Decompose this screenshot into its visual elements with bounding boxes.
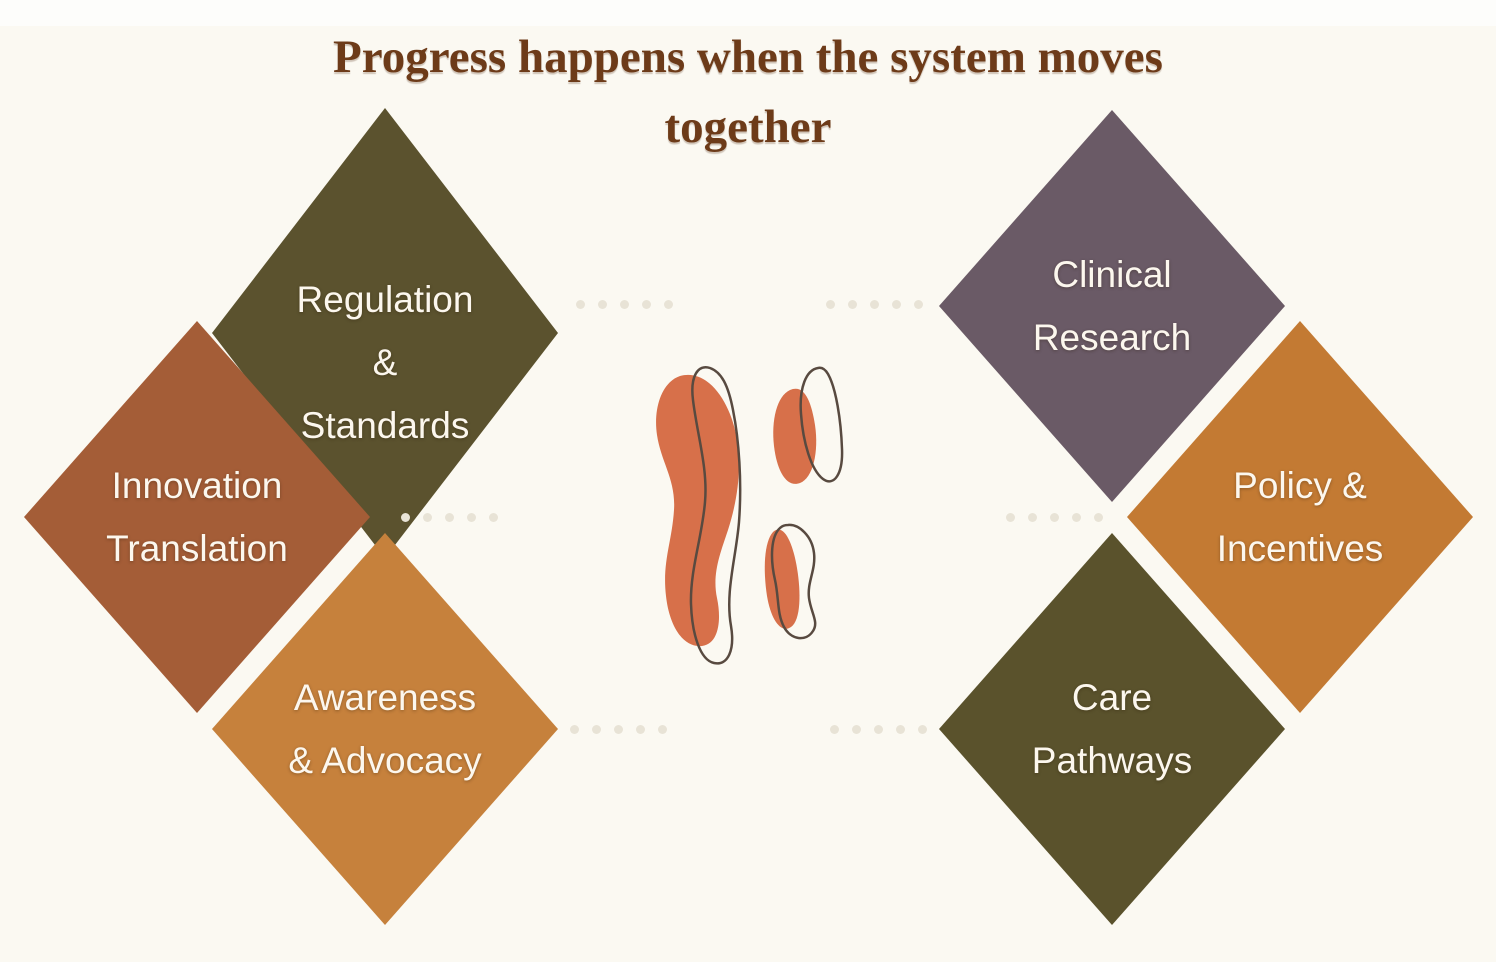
connector-dot [848,300,857,309]
abstract-chromosome-illustration [656,366,844,665]
diamond-label: Research [1032,317,1192,358]
connector-dot [614,725,623,734]
diamond-label: & Advocacy [288,740,482,781]
diamond-label: Regulation [296,278,474,320]
connector-dot [592,725,601,734]
connector-dot [896,725,905,734]
dotted-connector [570,725,667,734]
connector-dot [576,300,585,309]
connector-dot [1028,513,1037,522]
chromosome-outline-left [689,366,742,665]
connector-dot [826,300,835,309]
chromosome-outline-top-right [799,366,844,483]
connector-dot [1050,513,1059,522]
diamond-label: Care [1071,677,1153,718]
connector-dot [830,725,839,734]
dotted-connector [830,725,927,734]
connector-dot [423,513,432,522]
diamond-label: Awareness [293,677,477,718]
connector-dot [1094,513,1103,522]
connector-dot [874,725,883,734]
connector-dot [570,725,579,734]
diamond-label: Pathways [1031,740,1193,781]
connector-dot [467,513,476,522]
connector-dot [598,300,607,309]
chromosome-outline-bottom-right [770,523,817,640]
connector-dot [1072,513,1081,522]
chromosome-blob-bottom-right [764,529,800,629]
connector-dot [401,513,410,522]
diamond-label: Translation [106,528,288,569]
diamond-label: & [372,341,398,383]
page-title-line-2: together [664,101,832,153]
top-band [0,0,1496,26]
connector-dot [914,300,923,309]
connector-dot [1006,513,1015,522]
connector-dot [852,725,861,734]
diamond-label: Incentives [1216,528,1384,569]
diamond-label: Innovation [111,465,283,506]
connector-dot [636,725,645,734]
chromosome-blob-left [656,374,739,647]
connector-dot [445,513,454,522]
connector-dot [664,300,673,309]
connector-dot [870,300,879,309]
connector-dot [918,725,927,734]
connector-dot [489,513,498,522]
connector-dot [658,725,667,734]
chromosome-blob-top-right [773,388,817,484]
page-title-line-1: Progress happens when the system moves [333,31,1163,83]
diamond-label: Clinical [1052,254,1172,295]
connector-dot [642,300,651,309]
dotted-connector [401,513,498,522]
dotted-connector [826,300,923,309]
connector-dot [892,300,901,309]
diamond-label: Standards [300,404,470,446]
page-title: Progress happens when the system moves t… [0,22,1496,162]
dotted-connector [576,300,673,309]
diamond-label: Policy & [1233,465,1367,506]
dotted-connector [1006,513,1103,522]
connector-dot [620,300,629,309]
